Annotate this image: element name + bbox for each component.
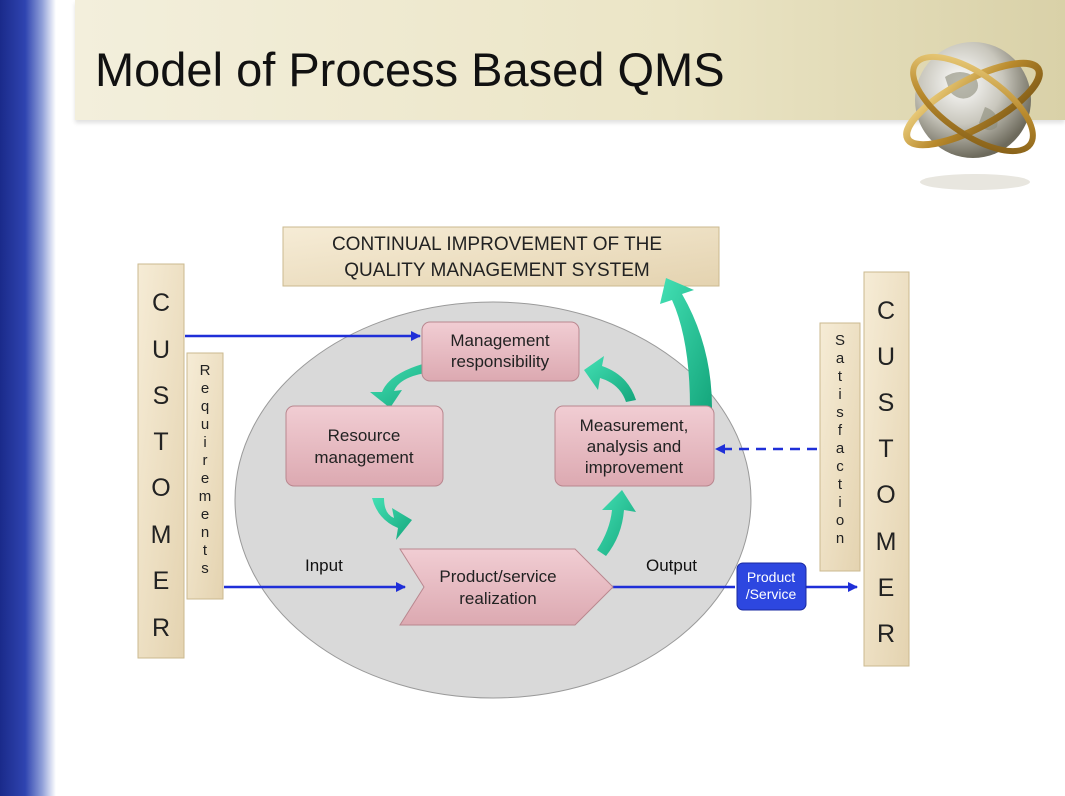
satisfaction-letter: i xyxy=(838,494,841,511)
requirements-letter: n xyxy=(201,524,209,541)
teal-cycle-arrow-3 xyxy=(597,490,636,556)
satisfaction-letter: s xyxy=(836,404,844,421)
header-band xyxy=(75,0,1065,120)
requirements-letter: r xyxy=(203,452,208,469)
banner-line-1: CONTINUAL IMPROVEMENT OF THE xyxy=(332,234,662,255)
globe-logo-icon xyxy=(903,42,1043,190)
customer-letter: R xyxy=(152,614,170,642)
product-service-badge: Product /Service xyxy=(736,562,807,611)
requirements-letter: u xyxy=(201,416,209,433)
customer-letter: O xyxy=(876,481,895,509)
requirements-letter: t xyxy=(203,542,208,559)
svg-text:Management: Management xyxy=(450,331,550,350)
satisfaction-letter: a xyxy=(836,350,845,367)
satisfaction-letter: f xyxy=(838,422,843,439)
customer-letter: E xyxy=(153,567,170,595)
svg-text:realization: realization xyxy=(459,589,537,608)
satisfaction-letter: n xyxy=(836,530,844,547)
teal-cycle-arrow-4 xyxy=(584,356,636,402)
svg-text:/Service: /Service xyxy=(746,586,797,602)
svg-text:Product/service: Product/service xyxy=(439,567,556,586)
svg-text:Product: Product xyxy=(747,569,795,585)
satisfaction-letter: o xyxy=(836,512,844,529)
satisfaction-column: S a t i s f a c t i o n xyxy=(819,322,861,572)
customer-letter: S xyxy=(153,382,170,410)
teal-cycle-arrow-2 xyxy=(372,498,412,540)
customer-letter: M xyxy=(151,521,172,549)
right-customer-column: C U S T O M E R xyxy=(863,271,910,667)
requirements-letter: R xyxy=(200,362,211,379)
satisfaction-letter: a xyxy=(836,440,845,457)
svg-text:Resource: Resource xyxy=(328,426,401,445)
customer-letter: E xyxy=(878,574,895,602)
product-service-realization-box: Product/service realization xyxy=(399,548,614,626)
svg-text:responsibility: responsibility xyxy=(451,352,550,371)
svg-text:analysis and: analysis and xyxy=(587,437,682,456)
continual-improvement-banner: CONTINUAL IMPROVEMENT OF THE QUALITY MAN… xyxy=(282,226,720,287)
process-ellipse xyxy=(234,301,752,699)
satisfaction-letter: t xyxy=(838,368,843,385)
requirements-letter: e xyxy=(201,380,209,397)
left-customer-column: C U S T O M E R xyxy=(137,263,185,659)
svg-text:improvement: improvement xyxy=(585,458,684,477)
customer-letter: M xyxy=(876,528,897,556)
input-label: Input xyxy=(305,556,343,575)
svg-text:management: management xyxy=(314,448,414,467)
teal-cycle-arrow-1 xyxy=(370,362,432,408)
satisfaction-letter: t xyxy=(838,476,843,493)
satisfaction-letter: S xyxy=(835,332,845,349)
customer-letter: O xyxy=(151,474,170,502)
requirements-letter: m xyxy=(199,488,212,505)
slide-title: Model of Process Based QMS xyxy=(95,43,725,96)
requirements-letter: q xyxy=(201,398,209,415)
banner-line-2: QUALITY MANAGEMENT SYSTEM xyxy=(344,260,649,281)
management-responsibility-box: Management responsibility xyxy=(421,321,580,382)
customer-letter: S xyxy=(878,389,895,417)
customer-letter: C xyxy=(152,289,170,317)
customer-letter: T xyxy=(153,428,168,456)
requirements-letter: s xyxy=(201,560,209,577)
resource-management-box: Resource management xyxy=(285,405,444,487)
customer-letter: U xyxy=(877,343,895,371)
svg-text:Measurement,: Measurement, xyxy=(580,416,689,435)
requirements-letter: e xyxy=(201,506,209,523)
satisfaction-letter: i xyxy=(838,386,841,403)
requirements-letter: i xyxy=(203,434,206,451)
left-accent-bar xyxy=(0,0,56,796)
requirements-letter: e xyxy=(201,470,209,487)
satisfaction-letter: c xyxy=(836,458,844,475)
customer-letter: R xyxy=(877,620,895,648)
customer-letter: U xyxy=(152,336,170,364)
output-label: Output xyxy=(646,556,697,575)
teal-improvement-arrow xyxy=(660,278,712,408)
customer-letter: C xyxy=(877,297,895,325)
measurement-analysis-improvement-box: Measurement, analysis and improvement xyxy=(554,405,715,487)
requirements-column: R e q u i r e m e n t s xyxy=(186,352,224,600)
customer-letter: T xyxy=(878,435,893,463)
